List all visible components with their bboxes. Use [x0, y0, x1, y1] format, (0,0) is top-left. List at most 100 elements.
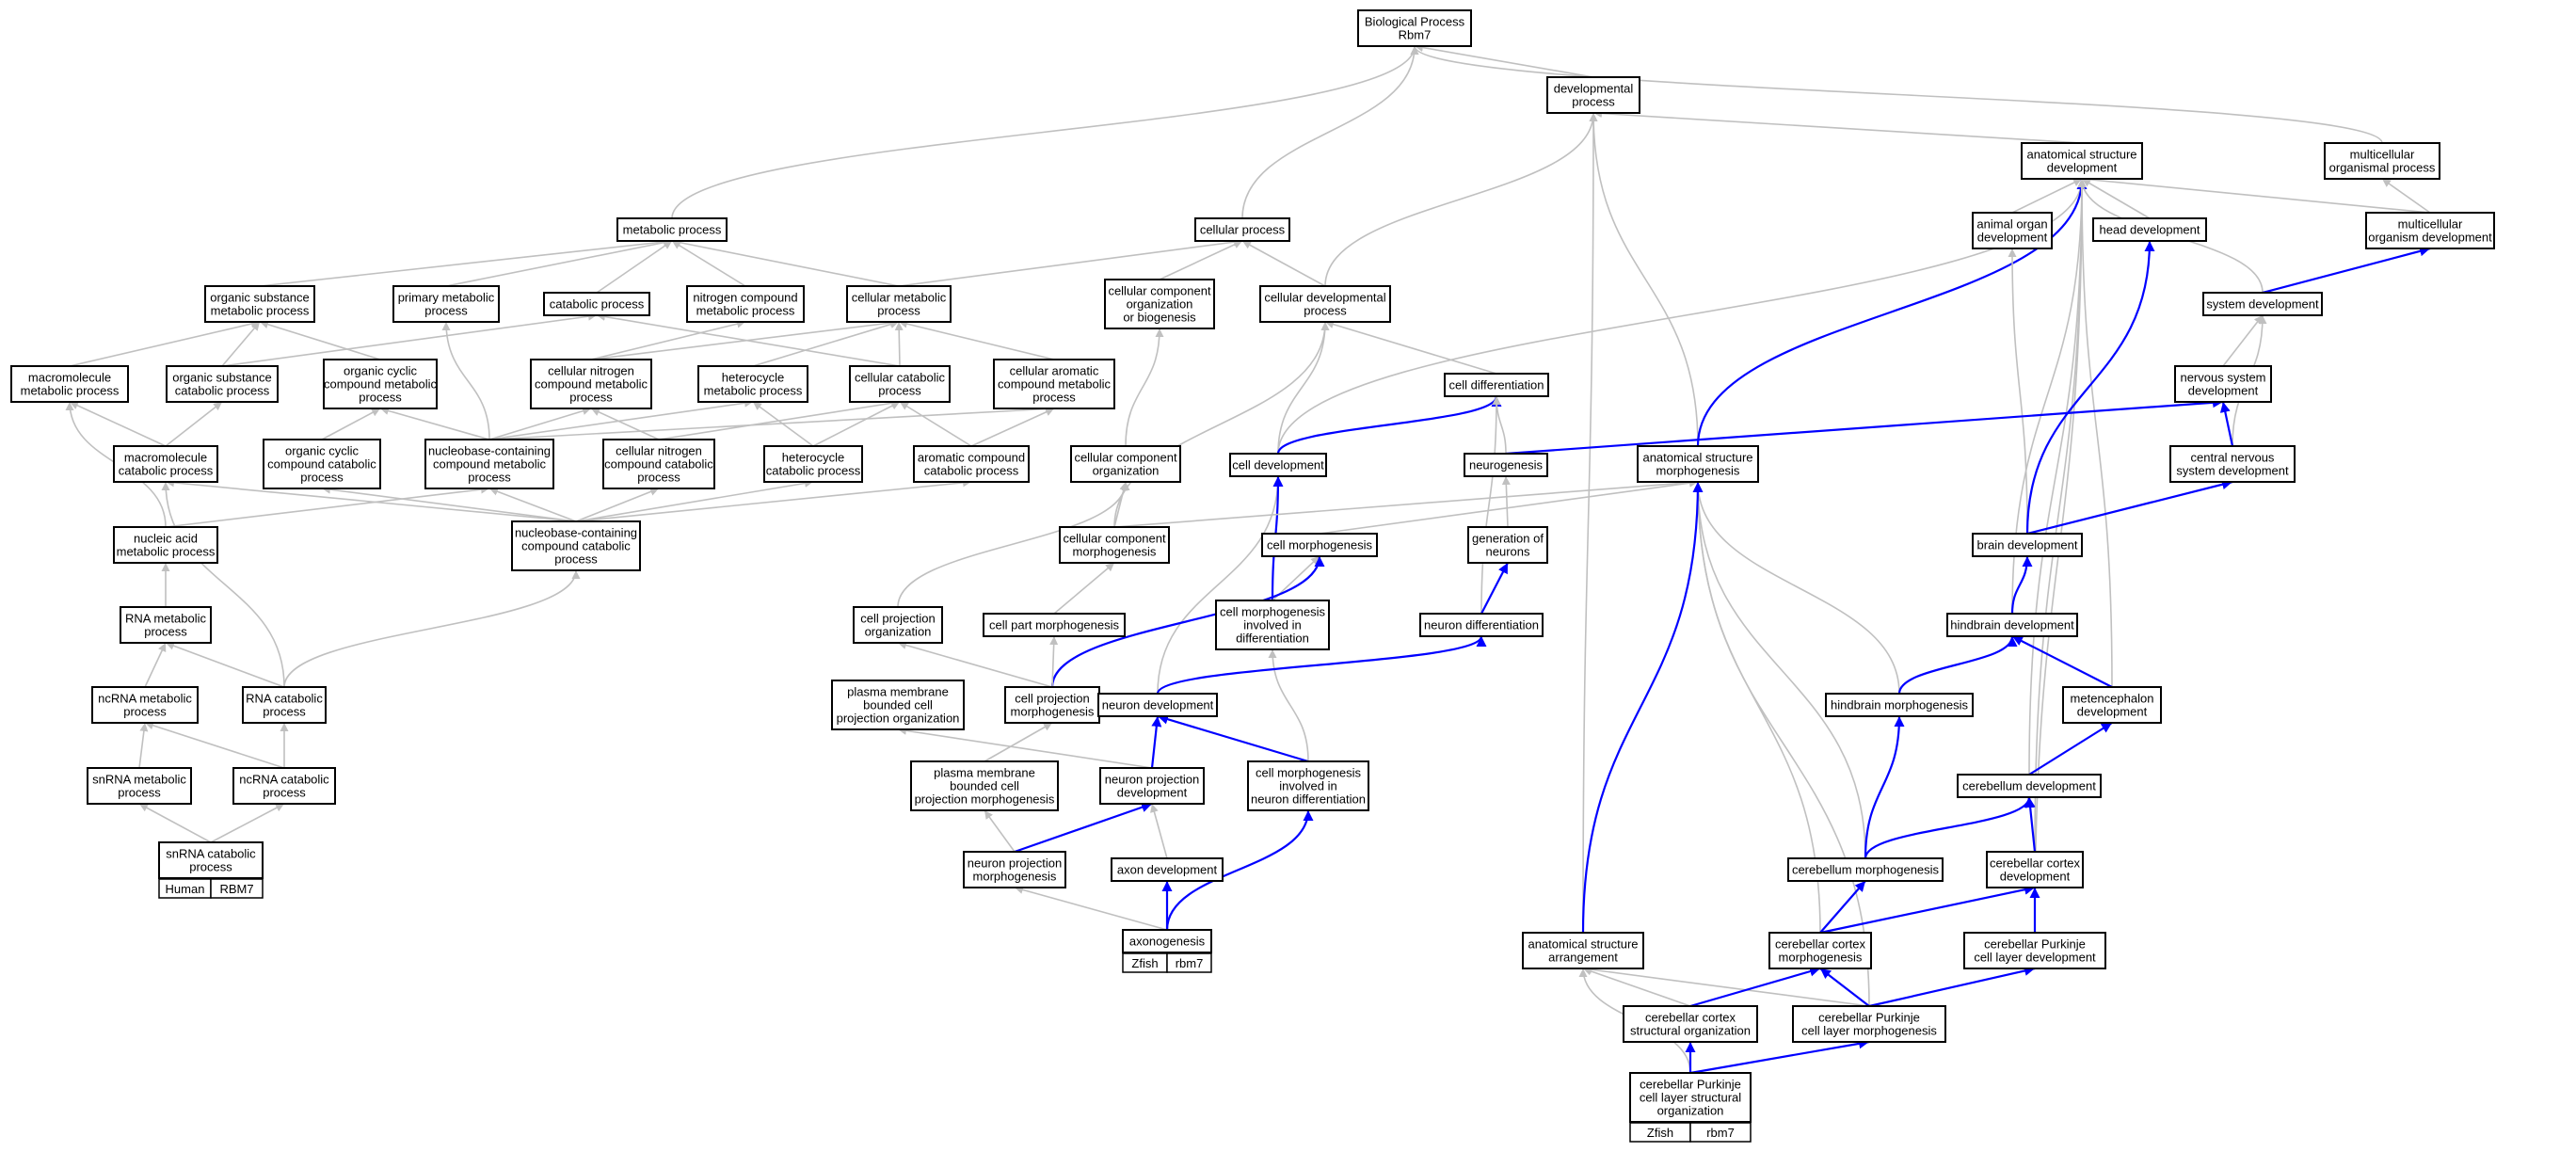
term-box: [910, 760, 1059, 811]
term-label-line: or biogenesis: [1123, 311, 1196, 325]
go-term-metab[interactable]: metabolic process: [616, 217, 728, 242]
term-label-line: organismal process: [2329, 161, 2436, 175]
edge-mcp-to-mmp: [69, 401, 167, 447]
term-box: [1059, 526, 1170, 564]
edge-mod-to-mop: [2381, 178, 2431, 214]
edge-cbcdev-to-asd: [2034, 178, 2087, 853]
term-label-line: cerebellar cortex: [1775, 937, 1866, 952]
term-label-line: organic substance: [210, 291, 310, 305]
term-box: [1229, 453, 1327, 477]
edge-nbcccp-to-acccp: [575, 478, 972, 522]
go-term-braindev[interactable]: brain development: [1972, 533, 2083, 557]
go-term-cbmorph[interactable]: cerebellum morphogenesis: [1787, 857, 1944, 882]
go-term-headdev[interactable]: head development: [2092, 217, 2207, 242]
go-term-catab[interactable]: catabolic process: [543, 292, 650, 316]
edge-nbccmp-to-occmp: [379, 407, 490, 440]
term-label-line: cerebellar cortex: [1645, 1011, 1736, 1025]
go-term-cellproc[interactable]: cellular process: [1194, 217, 1290, 242]
go-term-hbmorph[interactable]: hindbrain morphogenesis: [1825, 693, 1974, 717]
term-box: [763, 445, 863, 483]
term-box: [2062, 686, 2162, 724]
go-term-neurdiff[interactable]: neuron differentiation: [1419, 613, 1544, 637]
go-term-axdev[interactable]: axon development: [1111, 857, 1224, 882]
edge-metab-to-bp: [671, 45, 1419, 219]
term-label-line: anatomical structure: [1642, 451, 1752, 465]
edge-mcp-to-oscp: [165, 401, 223, 447]
go-term-neurdev[interactable]: neuron development: [1097, 693, 1218, 717]
go-term-neurogen[interactable]: neurogenesis: [1464, 453, 1548, 477]
go-term-cpartm[interactable]: cell part morphogenesis: [983, 613, 1126, 637]
edge-nsd-to-sysdev: [2222, 314, 2264, 367]
go-term-hbdev[interactable]: hindbrain development: [1946, 613, 2078, 637]
term-box: [2092, 217, 2207, 242]
term-box: [1122, 929, 1212, 953]
go-term-cbdev[interactable]: cerebellum development: [1957, 774, 2102, 798]
go-term-sysdev[interactable]: system development: [2202, 292, 2323, 316]
edge-cnsd-to-nsd: [2219, 401, 2234, 447]
edge-headdev-to-asd: [2081, 178, 2151, 219]
go-term-celldiff[interactable]: cell differentiation: [1444, 373, 1549, 397]
edge-nbccmp-to-cacmp: [488, 405, 1055, 440]
term-label-line: RNA metabolic: [125, 612, 206, 626]
go-term-celldev[interactable]: cell development: [1229, 453, 1327, 477]
term-label-line: organic cyclic: [344, 364, 418, 378]
go-term-cellmorph[interactable]: cell morphogenesis: [1261, 533, 1378, 557]
